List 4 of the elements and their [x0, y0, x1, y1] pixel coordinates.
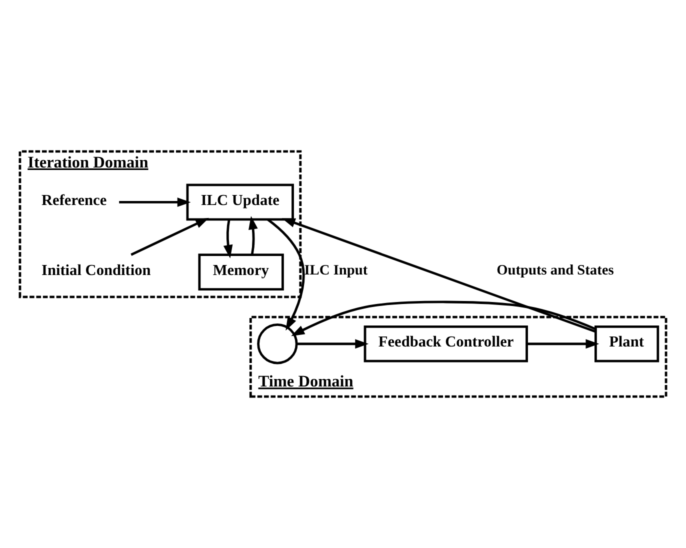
edge-label: Outputs and States [496, 262, 614, 278]
edge-label: ILC Input [304, 262, 368, 278]
node-text: Initial Condition [42, 262, 151, 279]
node-text: Reference [42, 192, 107, 209]
